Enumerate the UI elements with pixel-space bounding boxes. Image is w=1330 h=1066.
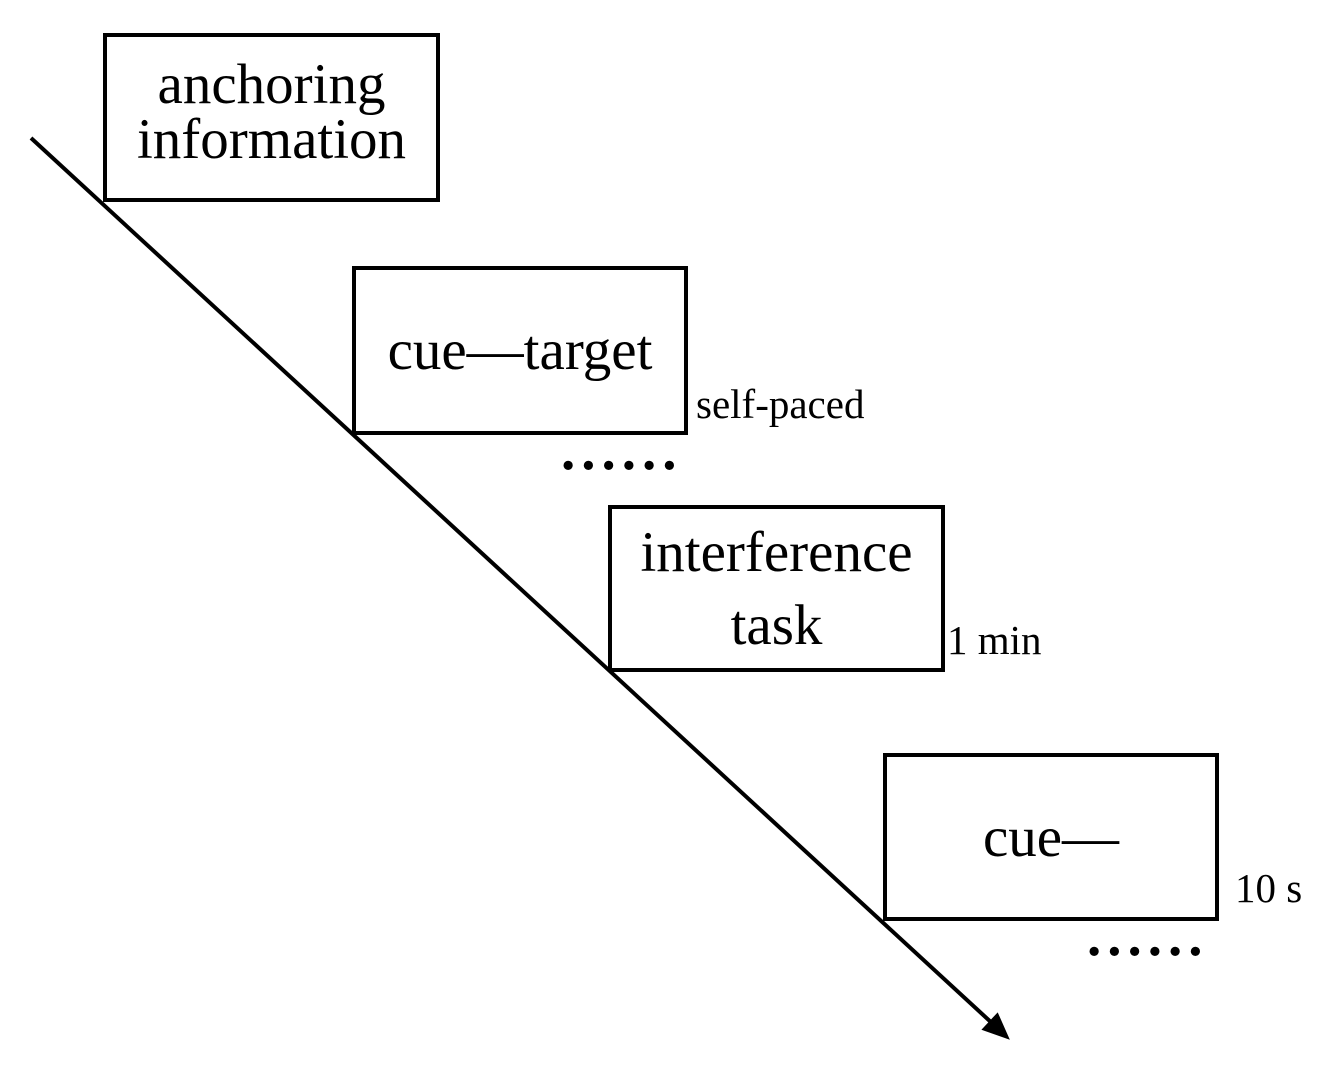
- duration-label-10-s: 10 s: [1235, 865, 1303, 911]
- step-label-line: cue—: [982, 805, 1120, 869]
- step-box-interference-task: interference task: [608, 505, 945, 672]
- step-label-line: cue—target: [387, 319, 653, 382]
- duration-label-self-paced: self-paced: [696, 381, 865, 427]
- continuation-dots: ......: [1087, 905, 1209, 968]
- step-label-line: task: [730, 593, 823, 657]
- step-label-line: anchoring: [157, 52, 386, 116]
- step-label-line: interference: [640, 520, 913, 584]
- step-box-cue-target: cue—target: [352, 266, 688, 435]
- duration-label-1-min: 1 min: [947, 617, 1042, 663]
- step-label-line: information: [136, 107, 407, 171]
- step-box-cue: cue—: [883, 753, 1219, 921]
- step-box-anchoring-information: anchoring information: [103, 33, 440, 202]
- arrowhead-icon: [981, 1012, 1010, 1040]
- timeline-arrow-shaft: [29, 136, 995, 1026]
- continuation-dots: ......: [561, 419, 683, 482]
